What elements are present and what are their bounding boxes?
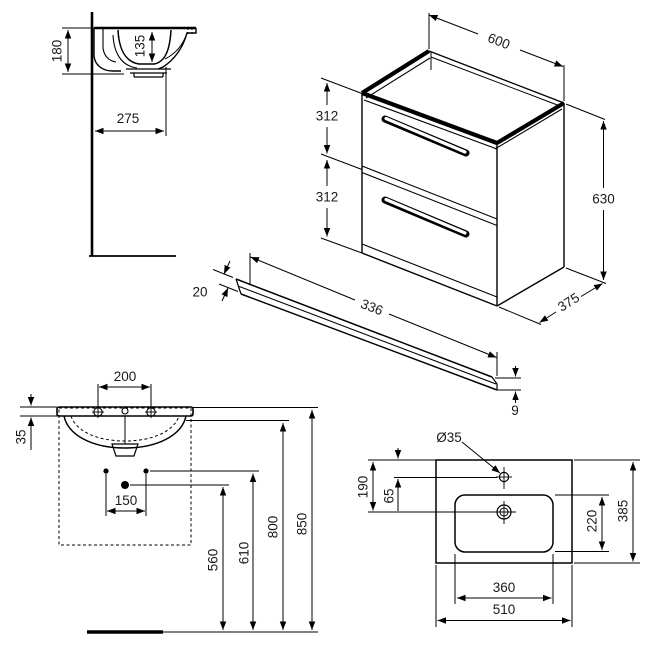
rail-left-end xyxy=(235,278,242,295)
dim-label-360: 360 xyxy=(493,580,516,595)
dim-label-385: 385 xyxy=(616,500,631,523)
dim-label-375: 375 xyxy=(555,290,582,315)
dim-label-800: 800 xyxy=(266,516,281,539)
drawer-handle-bottom-highlight xyxy=(384,197,467,235)
overflow-hole xyxy=(121,407,129,415)
dim-label-630: 630 xyxy=(592,192,615,207)
cabinet-bottom-front-edge xyxy=(361,252,498,307)
ext-line xyxy=(498,306,542,325)
towel-rail-detail: 336 20 9 xyxy=(192,253,521,418)
dim-line-375 xyxy=(539,311,557,323)
rail-front-top-edge xyxy=(237,285,497,385)
dim-arrow-20 xyxy=(223,260,231,275)
cabinet-isometric-view: 600 312 312 630 375 xyxy=(316,13,615,325)
dim-line-336 xyxy=(388,313,497,358)
rail-bottom-edge xyxy=(240,293,498,391)
dim-label-180: 180 xyxy=(50,40,65,63)
cabinet-back-top-edge xyxy=(428,50,565,104)
dim-label-610: 610 xyxy=(237,542,252,565)
basin-drain-front xyxy=(111,443,139,457)
cabinet-back-top-inner xyxy=(430,56,561,107)
dim-label-312-bottom: 312 xyxy=(316,190,339,205)
basin-back-inner xyxy=(102,29,117,63)
dim-label-560: 560 xyxy=(206,549,221,572)
cabinet-front-top-band xyxy=(361,91,498,145)
rail-right-end xyxy=(491,376,498,390)
ext-line xyxy=(218,283,239,292)
ext-line xyxy=(320,237,363,254)
dim-line-600 xyxy=(519,49,564,67)
drawer-handle-top-highlight xyxy=(384,116,467,154)
dim-label-336: 336 xyxy=(359,296,385,318)
dim-label-20: 20 xyxy=(192,285,207,300)
dim-label-510: 510 xyxy=(493,602,516,617)
fixing-point-left xyxy=(103,468,109,474)
basin-drain-section xyxy=(126,68,171,78)
dim-label-190: 190 xyxy=(356,476,371,499)
rail-top-edge xyxy=(235,278,493,378)
band-inner-edge xyxy=(363,99,498,150)
dim-label-200: 200 xyxy=(114,369,137,384)
ext-line xyxy=(565,103,606,120)
cabinet-left-top-band xyxy=(360,49,431,95)
ext-line xyxy=(565,267,607,284)
fixing-point-right xyxy=(143,468,149,474)
washbasin-side-view: 180 135 275 xyxy=(50,12,197,257)
waste-outlet-point xyxy=(121,481,129,489)
ext-line xyxy=(320,153,363,170)
washbasin-plan-view: Ø35 190 65 220 385 360 510 xyxy=(356,430,640,627)
dim-label-275: 275 xyxy=(117,111,140,126)
basin-front-inner xyxy=(164,32,188,60)
drain-hole-plan xyxy=(493,501,516,524)
cabinet-right-top-band xyxy=(495,101,566,145)
basin-bowl-outer xyxy=(112,34,138,69)
bowl-outline-plan xyxy=(454,494,554,553)
mounting-zone-dashed xyxy=(58,407,192,546)
dim-label-diameter-35: Ø35 xyxy=(436,430,462,445)
basin-bowl-inner xyxy=(117,29,172,65)
dim-line-375 xyxy=(580,283,603,297)
dim-label-150: 150 xyxy=(115,493,138,508)
drawer-bottom-edge xyxy=(361,243,498,298)
dim-label-220: 220 xyxy=(585,510,600,533)
basin-front-outer xyxy=(157,28,197,70)
basin-back-outer xyxy=(93,28,121,72)
dim-label-65: 65 xyxy=(382,488,397,503)
leader-line-diameter xyxy=(461,441,501,474)
washbasin-front-view: 150 200 35 560 610 800 850 xyxy=(14,369,318,634)
dim-label-850: 850 xyxy=(295,513,310,536)
tap-hole-plan xyxy=(496,467,512,489)
dim-line-600 xyxy=(428,14,479,35)
cabinet-bottom-right-edge xyxy=(496,266,565,307)
ext-line xyxy=(320,77,363,94)
dim-label-135: 135 xyxy=(133,35,148,58)
drawer-divider xyxy=(361,165,498,220)
dim-label-312-top: 312 xyxy=(316,109,339,124)
dim-label-600: 600 xyxy=(486,30,512,52)
band-inner-edge xyxy=(365,57,431,99)
ext-line xyxy=(212,269,234,278)
band-inner-edge xyxy=(494,108,563,150)
drawer-divider xyxy=(361,171,498,227)
dim-label-9: 9 xyxy=(511,403,519,418)
dim-label-35: 35 xyxy=(14,429,29,444)
dim-arrow-20 xyxy=(221,287,229,302)
dim-line-336 xyxy=(250,256,356,301)
